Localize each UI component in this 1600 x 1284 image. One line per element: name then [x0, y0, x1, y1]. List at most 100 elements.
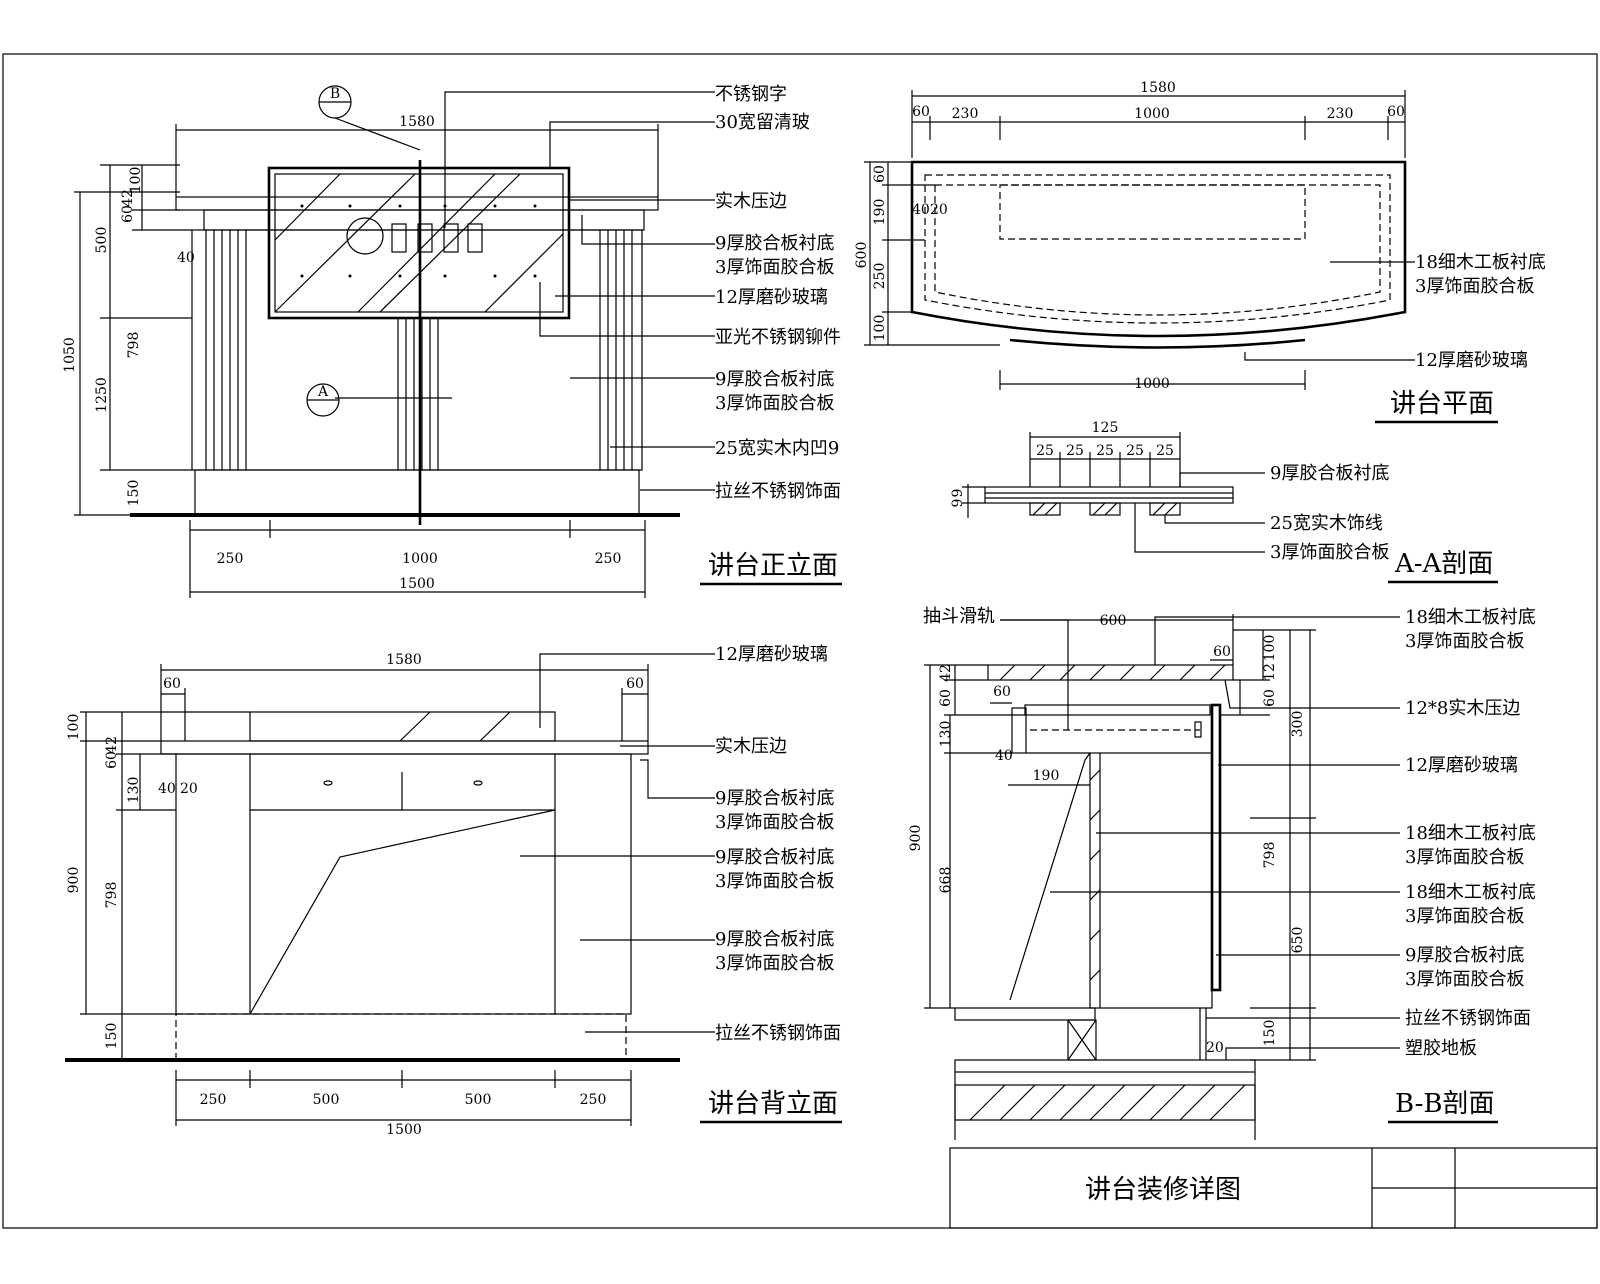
dim-label: 60 [163, 676, 181, 692]
front-leaders [444, 91, 715, 491]
label-veneer: 3厚饰面胶合板 [1405, 631, 1524, 652]
label-veneer: 3厚饰面胶合板 [1405, 969, 1524, 990]
bb-side-panel [1009, 752, 1091, 1001]
label-drawer-slide: 抽斗滑轨 [923, 606, 995, 627]
dim-label: 1050 [62, 337, 78, 373]
label-veneer: 3厚饰面胶合板 [715, 393, 834, 414]
label-veneer: 3厚饰面胶合板 [1415, 276, 1534, 297]
glass-top [249, 711, 556, 742]
dim-label: 100 [1262, 635, 1278, 662]
label-plywood-base: 9厚胶合板衬底 [715, 788, 834, 809]
dim-label: 20 [930, 202, 948, 218]
bb-cabinet [1089, 752, 1213, 1009]
dim-label: 650 [1290, 927, 1306, 954]
glass-reflection [274, 173, 416, 313]
bb-side-hatch [1089, 753, 1101, 1008]
label-plywood-base: 9厚胶合板衬底 [715, 369, 834, 390]
dim-label: 1250 [94, 377, 110, 413]
dim-label: 600 [1100, 613, 1127, 629]
bb-leaders [1000, 616, 1400, 1060]
dim-label: 60 [1387, 104, 1405, 120]
label-plywood-base: 9厚胶合板衬底 [1405, 945, 1524, 966]
plan-glass [1009, 338, 1306, 349]
dim-label: 798 [104, 882, 120, 909]
dim-label: 230 [1327, 106, 1354, 122]
dim-label: 1500 [386, 1122, 422, 1138]
dim-label: 668 [938, 867, 954, 894]
plan-leaders [1244, 261, 1415, 361]
dim-label: 20 [1206, 1040, 1224, 1056]
dim-label: 100 [66, 714, 82, 741]
dim-label: 1580 [386, 652, 422, 668]
label-frosted-glass: 12厚磨砂玻璃 [715, 287, 828, 308]
label-blockboard: 18细木工板衬底 [1405, 823, 1536, 844]
bb-slab-hatch [969, 1084, 1246, 1121]
dim-label: 42 [104, 736, 120, 754]
dim-label: 20 [180, 781, 198, 797]
back-dimension-lines [80, 664, 649, 1126]
dim-label: 60 [1213, 644, 1231, 660]
plan-dimension-lines [864, 90, 1406, 390]
aa-board [984, 486, 1234, 504]
steel-base [175, 1013, 627, 1061]
dim-label: 130 [938, 721, 954, 748]
view-title-bb: B-B剖面 [1395, 1089, 1494, 1119]
dim-label: 900 [908, 825, 924, 852]
label-frosted-glass: 12厚磨砂玻璃 [715, 644, 828, 665]
label-plastic-floor: 塑胶地板 [1405, 1038, 1477, 1059]
steel-letter [443, 223, 459, 253]
dim-label: 125 [1092, 420, 1119, 436]
dim-label: 1580 [1140, 80, 1176, 96]
label-blockboard: 18细木工板衬底 [1415, 252, 1546, 273]
dim-label: 1000 [1134, 376, 1170, 392]
dim-label: 40 [995, 748, 1013, 764]
dim-label: 9 [950, 499, 966, 508]
dim-label: 150 [126, 480, 142, 507]
plan-outline [910, 160, 1407, 338]
dim-label: 150 [1262, 1020, 1278, 1047]
dim-label: 230 [952, 106, 979, 122]
section-aa: 125 25 25 25 25 25 9 9 9厚胶合板衬底 25宽实木饰线 3… [950, 420, 1498, 584]
bb-top-hatch [999, 664, 1226, 681]
center-grooves [397, 318, 439, 470]
label-wood-strip: 25宽实木饰线 [1270, 513, 1383, 534]
label-plywood-base: 9厚胶合板衬底 [715, 847, 834, 868]
steel-base [194, 469, 640, 516]
dim-label: 60 [626, 676, 644, 692]
dim-label: 100 [128, 167, 144, 194]
dim-label: 190 [872, 199, 888, 226]
view-title-front: 讲台正立面 [708, 551, 838, 581]
logo-circle [346, 217, 384, 255]
label-plywood-base: 9厚胶合板衬底 [715, 929, 834, 950]
back-leaders [520, 653, 715, 1033]
front-elevation: B A 不锈钢字 30宽留清玻 实木压边 9厚胶合板衬底 3厚饰面胶合板 12厚… [62, 84, 842, 598]
dim-label: 42 [120, 189, 136, 207]
drawing-title: 讲台装修详图 [1085, 1175, 1241, 1205]
view-title-plan: 讲台平面 [1390, 389, 1494, 419]
dim-label: 250 [217, 551, 244, 567]
dim-label: 250 [200, 1092, 227, 1108]
dim-label: 798 [126, 332, 142, 359]
glass-reflection [379, 173, 521, 313]
label-brushed-steel: 拉丝不锈钢饰面 [1405, 1008, 1531, 1029]
dim-label: 42 [938, 664, 954, 682]
dim-label: 500 [94, 227, 110, 254]
bb-plastic-floor [954, 1059, 1256, 1073]
dim-label: 100 [872, 315, 888, 342]
dim-label: 500 [465, 1092, 492, 1108]
left-grooves [205, 230, 247, 470]
title-block: 讲台装修详图 [949, 1147, 1598, 1229]
label-frosted-glass: 12厚磨砂玻璃 [1415, 350, 1528, 371]
dim-label: 12 [1262, 663, 1278, 681]
bb-frosted-glass [1210, 703, 1222, 992]
dim-label: 1000 [1134, 106, 1170, 122]
bb-drawer-top [1024, 704, 1211, 716]
bb-drawer-front [1011, 707, 1027, 754]
dim-label: 130 [126, 777, 142, 804]
dim-label: 150 [104, 1023, 120, 1050]
bb-base-board [954, 1007, 1096, 1021]
dim-label: 1500 [399, 576, 435, 592]
label-brushed-steel: 拉丝不锈钢饰面 [715, 481, 841, 502]
label-veneer: 3厚饰面胶合板 [715, 871, 834, 892]
